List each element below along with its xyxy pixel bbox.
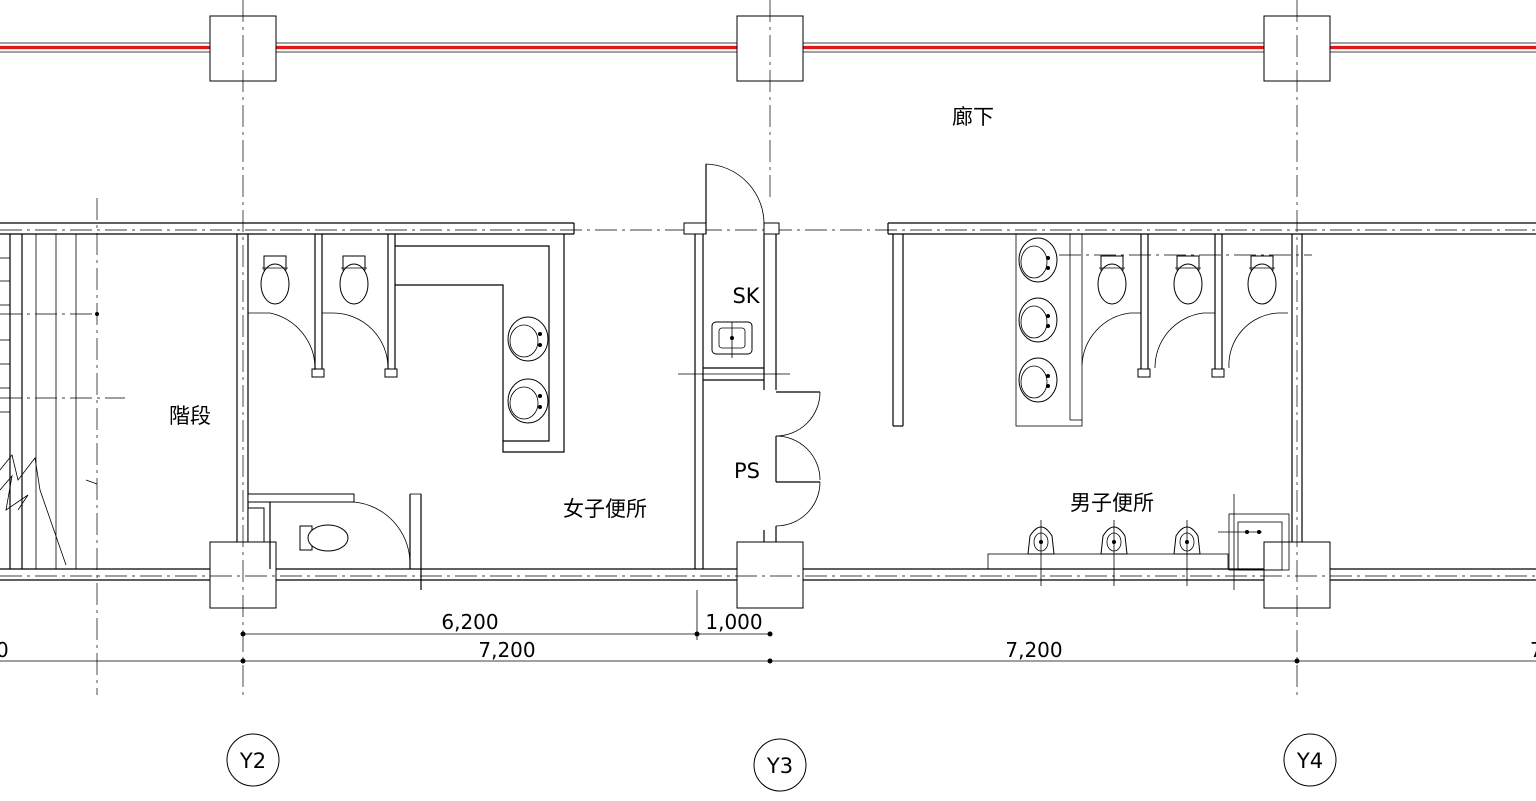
toilet-bowl-icon xyxy=(1097,255,1127,305)
slop-sink-icon xyxy=(711,321,753,358)
womens-fixtures xyxy=(260,255,549,552)
mens-toilet-walls xyxy=(892,233,1303,590)
sink-icon xyxy=(507,316,549,362)
toilet-bowl-icon xyxy=(299,524,349,552)
room-label-corridor: 廊下 xyxy=(952,105,994,129)
sink-icon xyxy=(1018,237,1058,283)
urinal-icon xyxy=(1173,520,1201,586)
sink-icon xyxy=(507,378,549,424)
grid-label-y2: Y2 xyxy=(239,749,266,773)
urinal-icon xyxy=(1100,520,1128,586)
toilet-bowl-icon xyxy=(260,255,290,305)
mens-fixtures xyxy=(1018,237,1277,586)
dimension-left-partial: 0 xyxy=(0,638,9,662)
grid-label-y4: Y4 xyxy=(1296,749,1323,773)
dimension-1000: 1,000 xyxy=(705,610,762,634)
dimension-7200-right: 7,200 xyxy=(1005,638,1062,662)
urinal-icon xyxy=(1027,520,1055,586)
dimension-right-partial: 7 xyxy=(1530,638,1536,662)
structural-columns xyxy=(209,15,1331,609)
room-label-ps: PS xyxy=(734,459,760,483)
staircase xyxy=(0,234,98,569)
corridor-wall xyxy=(0,222,1536,235)
grid-label-y3: Y3 xyxy=(766,754,793,778)
service-core xyxy=(678,163,821,569)
toilet-bowl-icon xyxy=(1247,255,1277,305)
room-label-stairs: 階段 xyxy=(169,404,211,428)
room-label-mens-toilet: 男子便所 xyxy=(1070,491,1154,515)
toilet-bowl-icon xyxy=(339,255,369,305)
sink-icon xyxy=(1018,297,1058,343)
toilet-bowl-icon xyxy=(1173,255,1203,305)
grid-bubbles xyxy=(226,733,1337,792)
room-label-womens-toilet: 女子便所 xyxy=(563,497,647,521)
dimension-lines xyxy=(0,312,1536,664)
room-label-sk: SK xyxy=(732,284,760,308)
dimension-6200: 6,200 xyxy=(441,610,498,634)
womens-toilet-walls xyxy=(236,234,565,590)
sink-icon xyxy=(1018,357,1058,403)
dimension-7200-left: 7,200 xyxy=(478,638,535,662)
grid-axis-lines xyxy=(0,0,1536,695)
